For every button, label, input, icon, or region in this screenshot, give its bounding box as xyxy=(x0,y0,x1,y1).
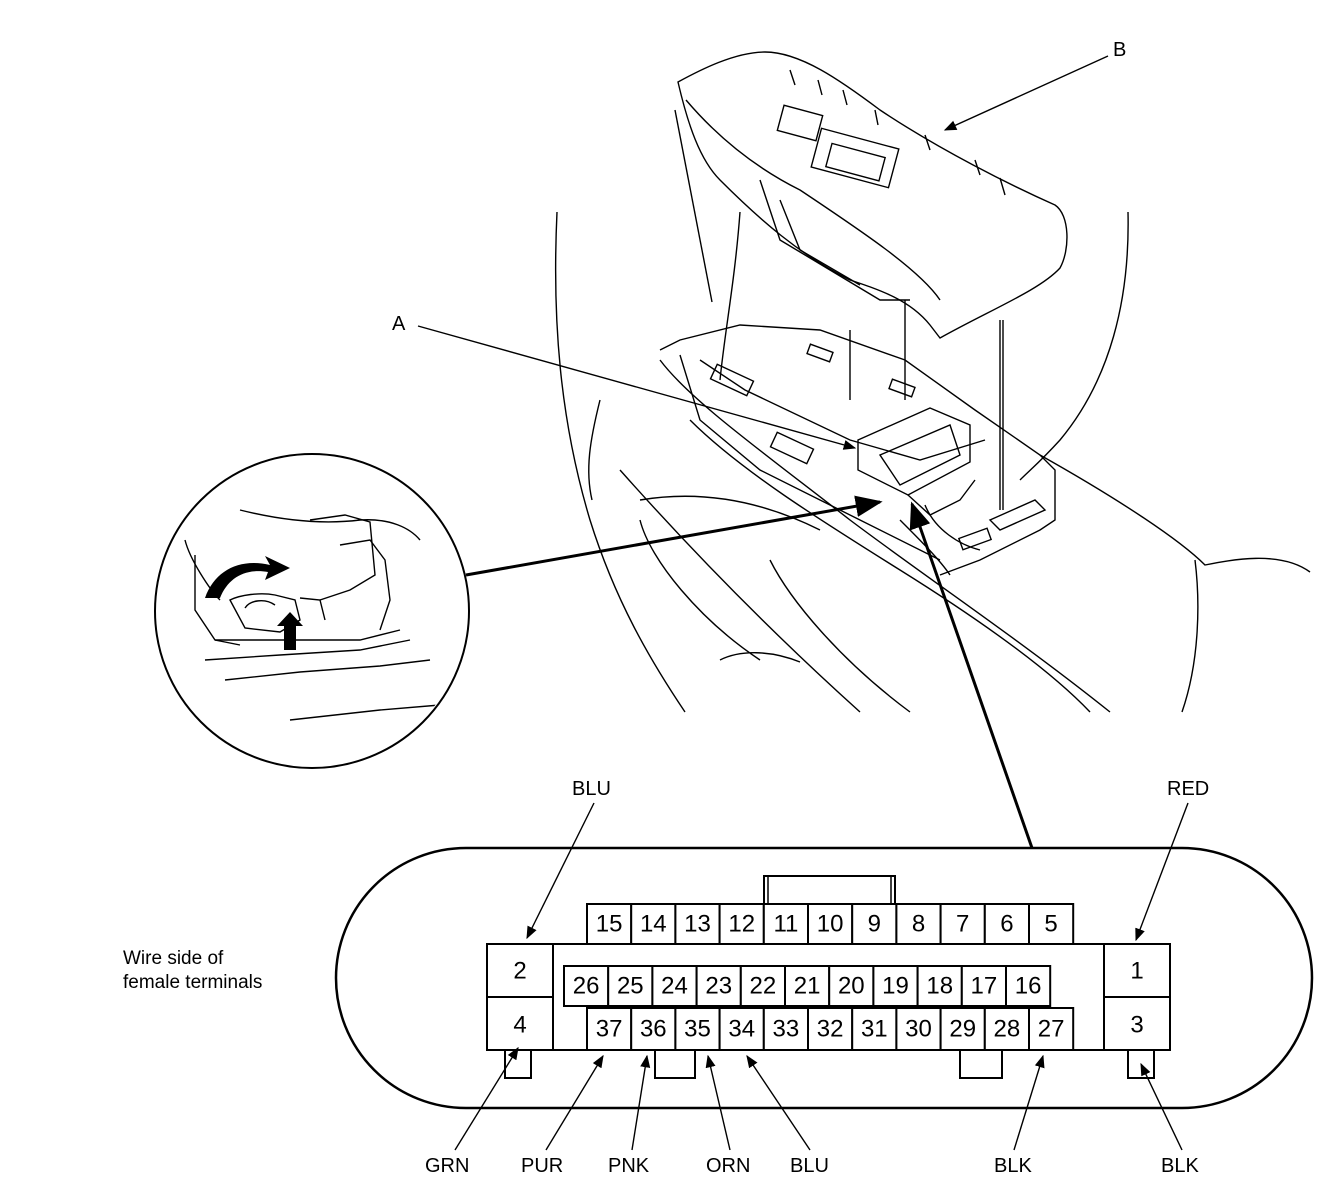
terminal-33: 33 xyxy=(773,1016,800,1043)
terminal-cell-30 xyxy=(895,1007,942,1051)
terminal-cell-28 xyxy=(983,1007,1030,1051)
terminal-10: 10 xyxy=(817,911,844,938)
terminal-30: 30 xyxy=(905,1016,932,1043)
face-view-pointer-line xyxy=(909,501,1034,849)
latch-detail-circle xyxy=(154,453,470,769)
terminal-24: 24 xyxy=(661,973,688,1000)
terminal-22: 22 xyxy=(750,973,777,1000)
terminal-14: 14 xyxy=(640,911,667,938)
caption-line-1: Wire side of xyxy=(123,948,224,969)
terminal-cell-27 xyxy=(1028,1007,1075,1051)
terminal-16: 16 xyxy=(1015,973,1042,1000)
wire-color-blk-mid: BLK xyxy=(994,1155,1032,1177)
terminal-cell-5 xyxy=(1028,903,1075,945)
console-illustration xyxy=(554,51,1311,713)
terminal-cell-26 xyxy=(563,965,610,1007)
terminal-27: 27 xyxy=(1038,1016,1065,1043)
terminal-8: 8 xyxy=(912,911,925,938)
callout-a-leader xyxy=(417,325,857,450)
wire-color-blu-bottom: BLU xyxy=(790,1155,829,1177)
callout-a: A xyxy=(392,313,406,335)
callout-b: B xyxy=(1113,39,1126,61)
terminal-cell-21 xyxy=(784,965,831,1007)
terminal-cell-34 xyxy=(718,1007,765,1051)
terminal-4: 4 xyxy=(513,1012,526,1039)
terminal-29: 29 xyxy=(949,1016,976,1043)
terminal-15: 15 xyxy=(596,911,623,938)
callout-b-leader xyxy=(943,55,1109,131)
terminal-cell-20 xyxy=(828,965,875,1007)
terminal-cell-9 xyxy=(851,903,898,945)
terminal-cell-29 xyxy=(939,1007,986,1051)
terminal-cell-15 xyxy=(586,903,633,945)
terminal-cell-12 xyxy=(718,903,765,945)
wire-color-blk-right: BLK xyxy=(1161,1155,1199,1177)
terminal-cell-17 xyxy=(960,965,1007,1007)
terminal-7: 7 xyxy=(956,911,969,938)
wire-leader-pur xyxy=(545,1054,604,1151)
wire-leader-top-right xyxy=(1135,802,1189,942)
terminal-cell-35 xyxy=(674,1007,721,1051)
wire-color-top-right: RED xyxy=(1167,778,1209,800)
wire-color-grn: GRN xyxy=(425,1155,469,1177)
wire-color-pur: PUR xyxy=(521,1155,563,1177)
connector-latch-tab xyxy=(763,875,896,905)
caption-line-2: female terminals xyxy=(123,972,262,993)
rotate-arrow-icon xyxy=(205,556,290,598)
terminal-31: 31 xyxy=(861,1016,888,1043)
terminal-11: 11 xyxy=(773,911,798,938)
terminal-12: 12 xyxy=(728,911,755,938)
terminal-6: 6 xyxy=(1000,911,1013,938)
terminal-cell-6 xyxy=(983,903,1030,945)
terminal-1: 1 xyxy=(1130,958,1143,985)
terminal-23: 23 xyxy=(705,973,732,1000)
terminal-19: 19 xyxy=(882,973,909,1000)
terminal-34: 34 xyxy=(728,1016,755,1043)
terminal-13: 13 xyxy=(684,911,711,938)
terminal-21: 21 xyxy=(794,973,821,1000)
terminal-cell-36 xyxy=(630,1007,677,1051)
connector-key xyxy=(654,1049,696,1079)
wire-color-top-left: BLU xyxy=(572,778,611,800)
terminal-cell-22 xyxy=(739,965,786,1007)
wire-color-orn: ORN xyxy=(706,1155,750,1177)
pin-rows: 15 14 13 12 11 10 9 8 7 6 5 26 25 24 23 22 21 20 19 18 17 16 3… xyxy=(563,903,1075,1051)
terminal-32: 32 xyxy=(817,1016,844,1043)
terminal-cell-7 xyxy=(939,903,986,945)
terminal-37: 37 xyxy=(596,1016,623,1043)
wire-leader-blk-mid xyxy=(1013,1054,1045,1151)
terminal-17: 17 xyxy=(971,973,998,1000)
wire-leader-grn xyxy=(454,1046,519,1151)
up-arrow-icon xyxy=(277,612,303,650)
wire-leader-blk-right xyxy=(1140,1062,1183,1151)
terminal-5: 5 xyxy=(1044,911,1057,938)
wire-leader-blu-bottom xyxy=(746,1054,811,1151)
wire-leader-pnk xyxy=(631,1054,651,1151)
wire-leader-orn xyxy=(705,1054,731,1151)
terminal-9: 9 xyxy=(868,911,881,938)
detail-pointer-line xyxy=(465,495,883,577)
terminal-26: 26 xyxy=(573,973,600,1000)
connector-key xyxy=(959,1049,1003,1079)
terminal-cell-8 xyxy=(895,903,942,945)
terminal-cell-23 xyxy=(695,965,742,1007)
terminal-18: 18 xyxy=(926,973,953,1000)
terminal-28: 28 xyxy=(994,1016,1021,1043)
terminal-cell-19 xyxy=(872,965,919,1007)
terminal-cell-10 xyxy=(807,903,854,945)
terminal-36: 36 xyxy=(640,1016,667,1043)
wire-leader-top-left xyxy=(526,802,595,940)
terminal-35: 35 xyxy=(684,1016,711,1043)
terminal-3: 3 xyxy=(1130,1012,1143,1039)
terminal-cell-14 xyxy=(630,903,677,945)
terminal-cell-24 xyxy=(651,965,698,1007)
wire-color-pnk: PNK xyxy=(608,1155,650,1177)
terminal-cell-16 xyxy=(1005,965,1052,1007)
terminal-25: 25 xyxy=(617,973,644,1000)
terminal-20: 20 xyxy=(838,973,865,1000)
terminal-2: 2 xyxy=(513,958,526,985)
